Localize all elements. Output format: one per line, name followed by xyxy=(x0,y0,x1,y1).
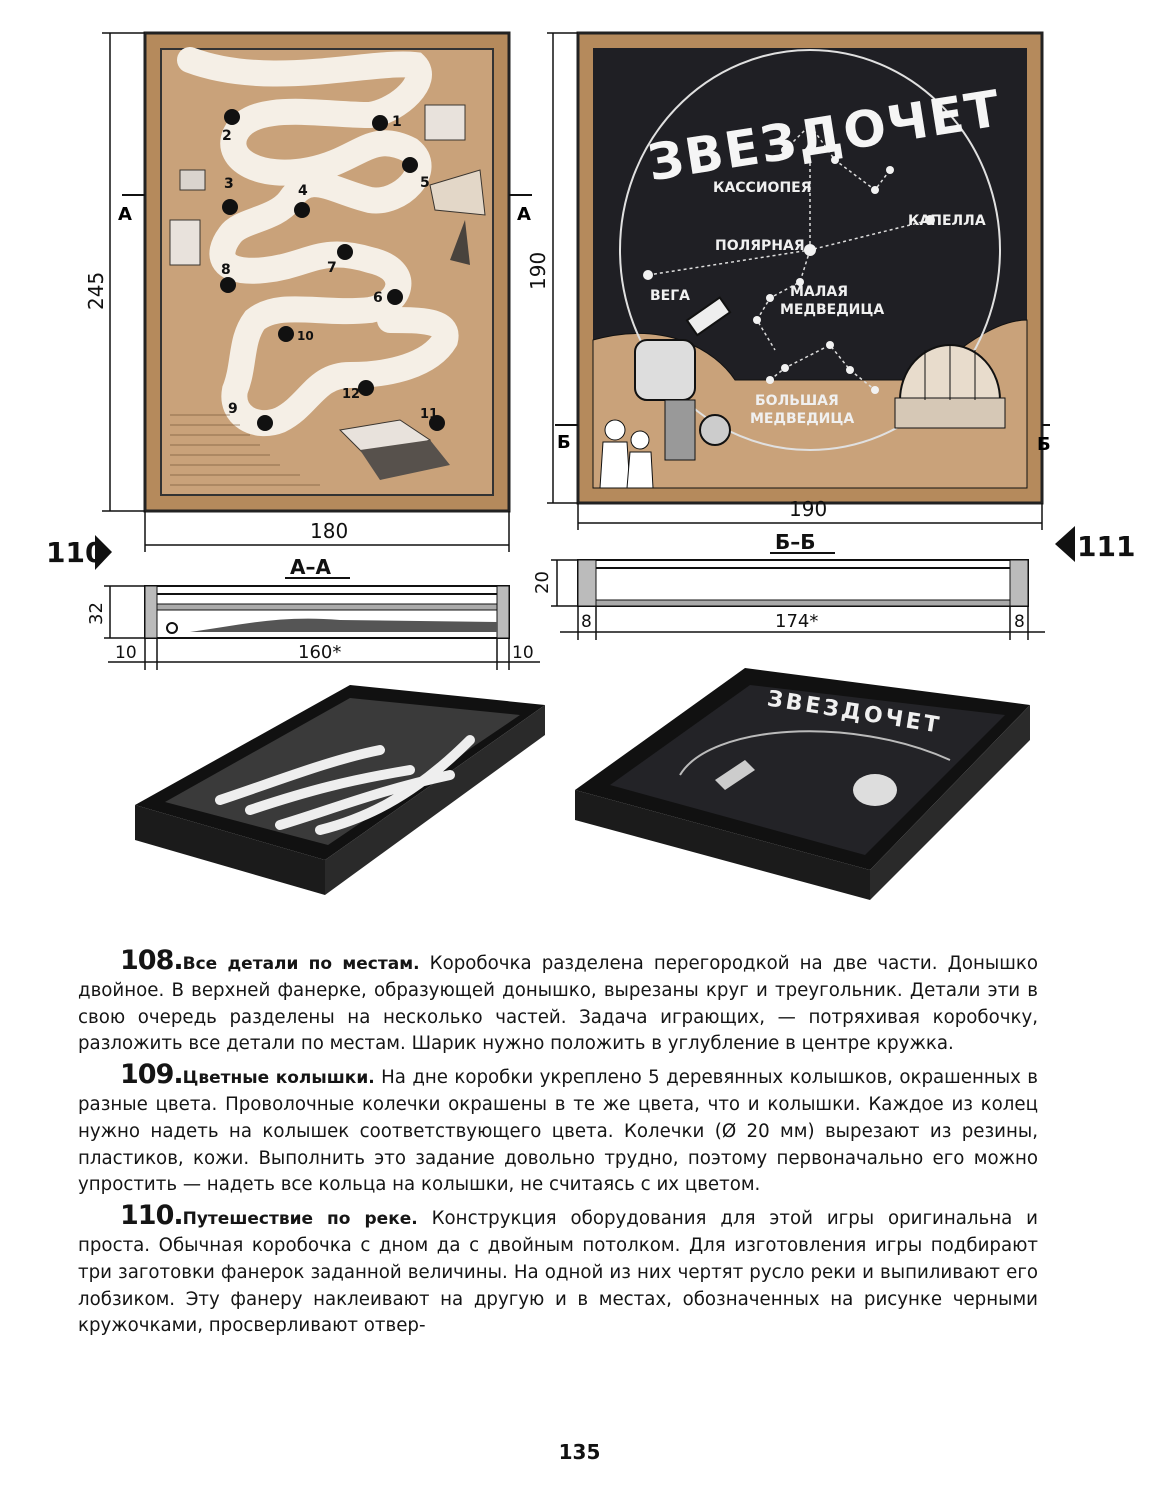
dim-180-label: 180 xyxy=(310,519,348,543)
telescope-illustration xyxy=(634,296,732,461)
paragraph-109-title: Цветные колышки. xyxy=(182,1068,375,1089)
star-label-vega: ВЕГА xyxy=(650,288,690,304)
dimension-aa-height xyxy=(104,585,145,639)
paragraph-109: 109.Цветные колышки. На дне коробки укре… xyxy=(78,1059,1038,1199)
river-channel xyxy=(177,47,459,437)
hole-7: 7 xyxy=(327,244,353,276)
page-number: 135 xyxy=(558,1440,601,1464)
svg-text:10: 10 xyxy=(297,329,314,343)
dimension-width-190 xyxy=(577,503,1043,530)
river-game-figure: 1 2 3 4 5 6 7 8 9 10 11 12 245 А А 180 xyxy=(84,31,532,552)
svg-text:5: 5 xyxy=(420,175,430,191)
observatory-dome xyxy=(894,344,1006,429)
dimension-height-190 xyxy=(547,32,578,504)
star-label-ursa-major-1: БОЛЬШАЯ xyxy=(755,393,839,409)
hole-4: 4 xyxy=(294,183,310,218)
star-label-capella: КАПЕЛЛА xyxy=(908,213,986,229)
paragraph-110-text: Конструкция оборудования для этой игры о… xyxy=(78,1208,1038,1337)
svg-text:12: 12 xyxy=(342,387,360,402)
fig111-number-arrow: 111 xyxy=(1055,526,1135,563)
section-aa-box xyxy=(144,585,510,639)
dim-aa-inner-label: 160* xyxy=(298,642,341,663)
svg-text:110: 110 xyxy=(46,536,104,569)
svg-text:А: А xyxy=(517,204,531,225)
star-points xyxy=(643,121,935,394)
dim-245-label: 245 xyxy=(84,272,108,310)
svg-text:9: 9 xyxy=(228,401,238,417)
section-aa-drawing: 110 А–А 32 10 160* 10 xyxy=(46,535,540,670)
hole-11: 11 xyxy=(420,407,445,431)
paragraph-110-title: Путешествие по реке. xyxy=(182,1209,418,1230)
fig110-number-arrow: 110 xyxy=(46,535,112,570)
section-aa-label: А–А xyxy=(290,555,331,579)
sky-dome-outline xyxy=(619,49,1001,451)
section-mark-b-left: Б xyxy=(555,424,578,453)
svg-text:4: 4 xyxy=(298,183,308,199)
paragraph-109-text: На дне коробки укреплено 5 деревянных ко… xyxy=(78,1067,1038,1196)
section-bb-box xyxy=(577,559,1029,607)
paragraph-109-number: 109. xyxy=(120,1059,184,1091)
svg-text:2: 2 xyxy=(222,128,232,144)
paragraph-110: 110.Путешествие по реке. Конструкция обо… xyxy=(78,1200,1038,1340)
section-mark-a-right: А xyxy=(509,194,532,225)
star-label-ursa-minor-1: МАЛАЯ xyxy=(790,284,848,300)
hole-3: 3 xyxy=(222,176,238,215)
hole-6: 6 xyxy=(373,289,403,306)
svg-text:111: 111 xyxy=(1077,530,1135,563)
paragraph-110-number: 110. xyxy=(120,1200,184,1232)
paragraph-108-title: Все детали по местам. xyxy=(182,954,420,974)
svg-text:1: 1 xyxy=(392,114,402,130)
paragraph-108-text: Коробочка разделена перегородкой на две … xyxy=(78,953,1038,1055)
svg-text:Б: Б xyxy=(1037,434,1051,455)
dimension-height-245 xyxy=(102,32,145,512)
svg-text:8: 8 xyxy=(221,262,231,278)
hole-8: 8 xyxy=(220,262,236,293)
dimension-aa-bottom xyxy=(108,638,540,670)
hole-12: 12 xyxy=(342,380,374,402)
svg-text:7: 7 xyxy=(327,260,337,276)
people-silhouettes xyxy=(599,419,654,489)
section-mark-a-left: А xyxy=(118,194,145,225)
star-label-polaris: ПОЛЯРНАЯ xyxy=(715,238,805,254)
svg-text:6: 6 xyxy=(373,290,383,306)
svg-text:3: 3 xyxy=(224,176,234,192)
dim-bb-left-label: 8 xyxy=(581,612,592,632)
field-hatch xyxy=(170,414,320,486)
river-box-3d xyxy=(135,685,545,895)
dim-bb-right-label: 8 xyxy=(1014,612,1025,632)
section-bb-drawing: Б–Б 111 20 8 174* 8 xyxy=(532,526,1135,640)
body-text: 108.Все детали по местам. Коробочка разд… xyxy=(78,945,1038,1344)
dimension-bb-height xyxy=(551,559,578,607)
star-game-figure: ЗВЕЗДОЧЕТ КАССИОПЕЯ КАПЕЛЛА ПОЛЯРНАЯ ВЕГ… xyxy=(526,31,1051,530)
hole-2: 2 xyxy=(222,109,240,144)
dim-190-horizontal-label: 190 xyxy=(789,497,827,521)
dim-32-label: 32 xyxy=(86,602,107,625)
paragraph-108-number: 108. xyxy=(120,945,184,976)
star-label-cassiopeia: КАССИОПЕЯ xyxy=(713,180,812,196)
svg-text:Б: Б xyxy=(557,432,571,453)
paragraph-108: 108.Все детали по местам. Коробочка разд… xyxy=(78,945,1038,1058)
dim-aa-right-label: 10 xyxy=(512,643,534,663)
section-mark-b-right: Б xyxy=(1037,424,1051,455)
svg-text:А: А xyxy=(118,204,132,225)
star-label-ursa-major-2: МЕДВЕДИЦА xyxy=(750,411,854,427)
hole-5: 5 xyxy=(402,157,430,191)
hole-10: 10 xyxy=(278,326,314,343)
star-box-3d: ЗВЕЗДОЧЕТ xyxy=(575,668,1030,900)
star-label-ursa-minor-2: МЕДВЕДИЦА xyxy=(780,302,884,318)
scenery-decor xyxy=(169,104,486,480)
dim-190-vertical-label: 190 xyxy=(526,252,550,290)
dimension-width-180 xyxy=(144,511,510,552)
dim-aa-left-label: 10 xyxy=(115,643,137,663)
dim-20-label: 20 xyxy=(532,571,553,594)
section-bb-label: Б–Б xyxy=(775,530,816,554)
svg-text:11: 11 xyxy=(420,407,438,422)
observatory-ground xyxy=(592,319,1028,489)
dimension-bb-bottom xyxy=(560,606,1045,640)
hole-1: 1 xyxy=(372,114,402,131)
hole-9: 9 xyxy=(228,401,273,431)
dim-bb-inner-label: 174* xyxy=(775,611,818,632)
